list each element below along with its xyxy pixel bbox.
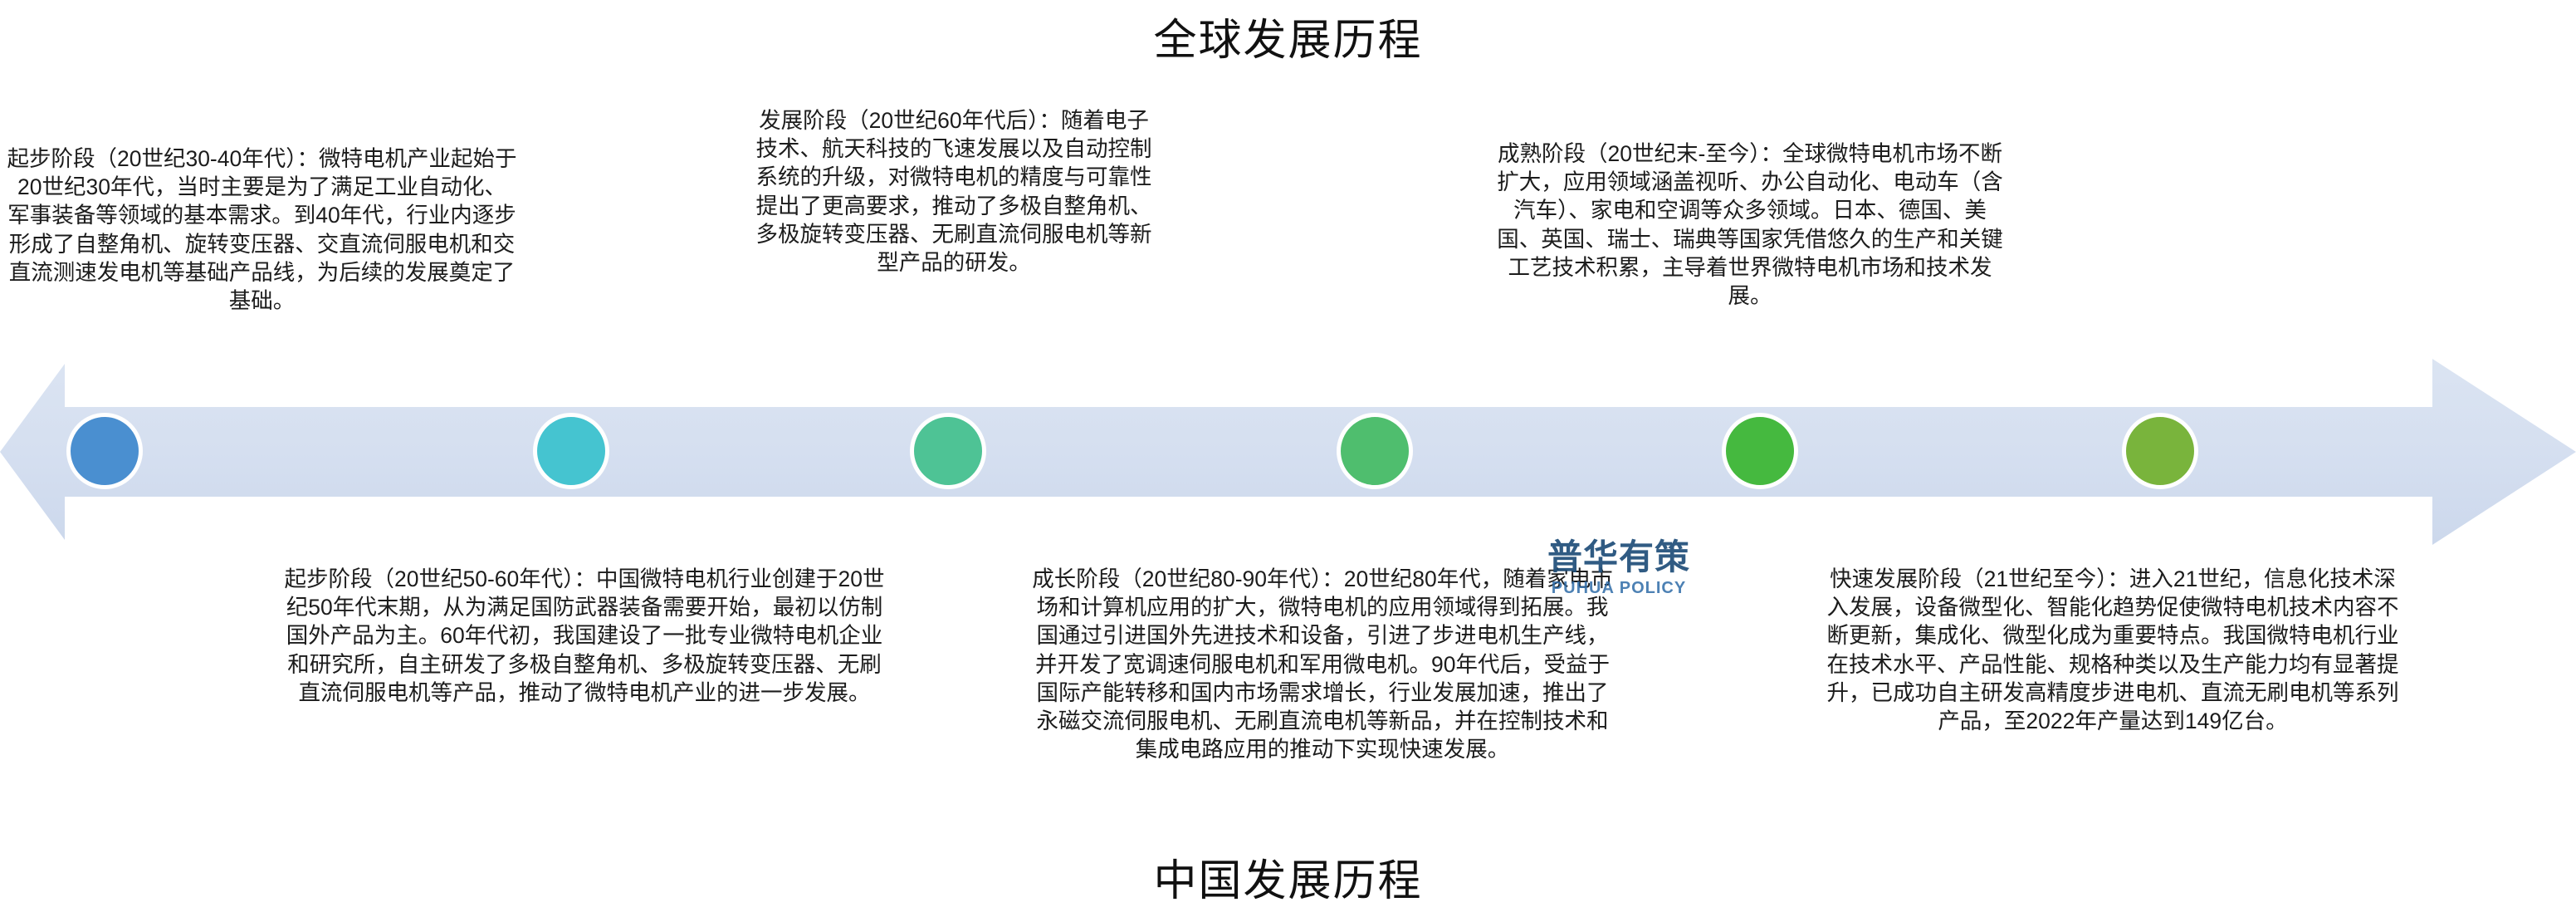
text-block-china-startup: 起步阶段（20世纪50-60年代）：中国微特电机行业创建于20世纪50年代末期，… (284, 566, 885, 705)
arrow-shape (0, 359, 2576, 545)
text-block-global-maturity: 成熟阶段（20世纪末-至今）：全球微特电机市场不断扩大，应用领域涵盖视听、办公自… (1497, 141, 2003, 308)
text-block-global-startup: 起步阶段（20世纪30-40年代）：微特电机产业起始于20世纪30年代，当时主要… (7, 146, 517, 313)
page-title-global: 全球发展历程 (1153, 17, 1423, 65)
text-block-china-rapid: 快速发展阶段（21世纪至今）：进入21世纪，信息化技术深入发展，设备微型化、智能… (1826, 566, 2399, 733)
text-block-china-growth: 成长阶段（20世纪80-90年代）：20世纪80年代，随着家电市场和计算机应用的… (1032, 566, 1613, 762)
milestone-node-3[interactable] (910, 413, 986, 489)
text-block-global-development: 发展阶段（20世纪60年代后）：随着电子技术、航天科技的飞速发展以及自动控制系统… (755, 108, 1152, 275)
milestone-node-1[interactable] (66, 413, 143, 489)
timeline-arrow (0, 355, 2576, 548)
page-title-china: 中国发展历程 (1153, 857, 1423, 905)
milestone-node-2[interactable] (533, 413, 609, 489)
milestone-node-5[interactable] (1722, 413, 1798, 489)
milestone-node-6[interactable] (2122, 413, 2198, 489)
milestone-node-4[interactable] (1337, 413, 1413, 489)
